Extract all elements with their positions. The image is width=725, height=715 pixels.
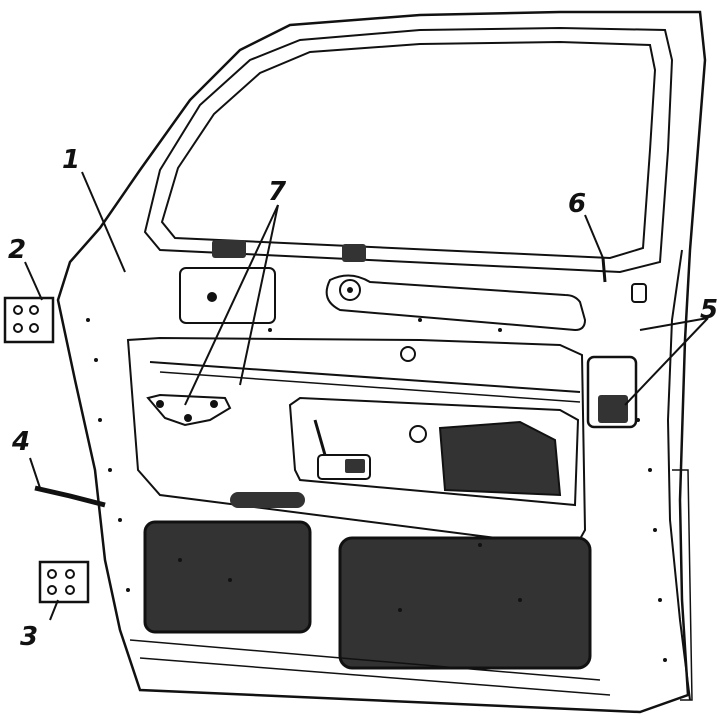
lock-mechanism bbox=[146, 393, 232, 427]
leader-lines bbox=[24, 171, 709, 621]
callout-6: 6 bbox=[568, 189, 586, 219]
armrest-panel bbox=[438, 420, 562, 497]
lower-hinge bbox=[38, 560, 90, 604]
callout-4: 4 bbox=[11, 427, 30, 457]
regulator-pivot bbox=[339, 279, 361, 301]
regulator-channel bbox=[325, 274, 587, 332]
callout-3: 3 bbox=[20, 622, 38, 652]
window-opening bbox=[160, 40, 657, 260]
door-lock-button bbox=[317, 454, 371, 480]
window-frame-outer bbox=[143, 26, 674, 274]
lower-panel-left bbox=[143, 520, 312, 634]
callout-2: 2 bbox=[8, 235, 26, 265]
panel-holes bbox=[86, 318, 667, 662]
glass-stop-left bbox=[212, 240, 246, 258]
upper-pocket-left bbox=[179, 267, 276, 324]
vent-slot bbox=[230, 492, 305, 508]
callout-5: 5 bbox=[700, 295, 718, 325]
handle-recess bbox=[288, 396, 580, 507]
inner-recess bbox=[126, 336, 587, 550]
glass-stop-right bbox=[342, 244, 366, 262]
door-check-strap bbox=[34, 485, 106, 508]
door-edge-right bbox=[666, 249, 691, 701]
outside-handle-cutout bbox=[586, 355, 638, 429]
callout-1: 1 bbox=[62, 145, 80, 175]
callout-7: 7 bbox=[268, 177, 287, 207]
upper-hinge bbox=[3, 296, 55, 344]
lower-panel-right bbox=[338, 536, 592, 670]
